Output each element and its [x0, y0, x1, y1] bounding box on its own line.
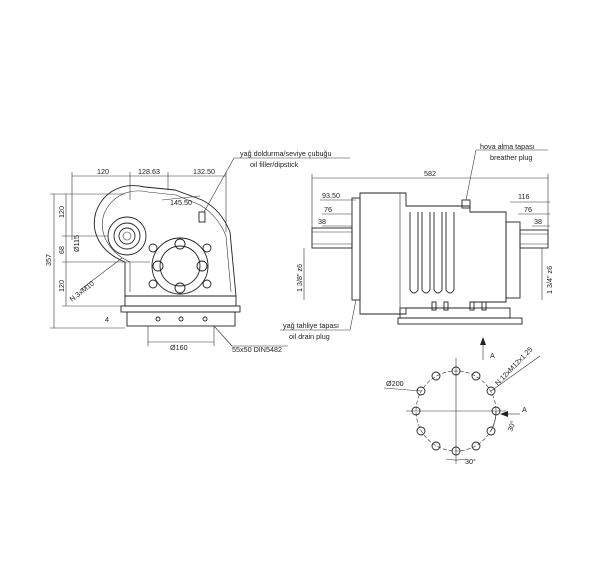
dim-vert-a: 120: [57, 206, 66, 218]
side-view: 120 128.63 132.50 145.50 120 68 120 357 …: [44, 149, 350, 354]
key-spec: 55x50 DIN5482: [232, 345, 282, 354]
cooling-fins: [409, 212, 455, 294]
gearbox-housing-side: [93, 185, 237, 297]
dim-right-c: 38: [534, 217, 542, 226]
label-drain-tr: yağ tahliye tapası: [283, 321, 339, 330]
section-marker: A: [522, 405, 527, 414]
dim-base-width: Ø160: [170, 343, 188, 352]
mount-plate: [124, 295, 237, 307]
angle-a: 30°: [505, 419, 517, 432]
gearbox-body-front: [359, 192, 507, 315]
dim-vert-c: 120: [57, 280, 66, 292]
dim-left-a: 93.50: [322, 191, 340, 200]
dim-left-c: 38: [318, 217, 326, 226]
base-plate: [120, 305, 241, 313]
dim-bore: Ø115: [72, 235, 81, 252]
dim-top-b: 128.63: [138, 167, 160, 176]
pump-flange-circle: [148, 237, 212, 295]
breather-plug: [461, 199, 471, 209]
shaft-left-spec: 1 3/8" z6: [295, 264, 304, 292]
dim-base-thickness: 4: [105, 315, 109, 324]
label-filler-en: oil filler/dipstick: [250, 160, 299, 169]
label-breather-tr: hova alma tapası: [480, 142, 535, 151]
shaft-right-spec: 1 3/4" z6: [545, 266, 554, 294]
flange-view-a: Ø200 N.12xM12x1.25 A 30° 30°: [383, 345, 541, 466]
oil-filler-plug: [198, 211, 206, 223]
label-breather-en: breather plug: [490, 153, 532, 162]
front-base-plate: [397, 317, 523, 325]
dim-thread-side: N.3xM10: [68, 279, 96, 304]
bolt-circle: [411, 366, 501, 456]
flange-right: [505, 221, 521, 299]
flange-bottom: [126, 311, 236, 327]
angle-b: 30°: [465, 457, 476, 466]
dim-flange-diameter: Ø200: [386, 379, 404, 388]
input-shaft-circle: [107, 216, 147, 256]
dim-overall-height: 357: [44, 254, 53, 266]
flange-left: [351, 197, 361, 301]
dim-right-a: 116: [518, 192, 529, 201]
dim-radius: 145.50: [170, 198, 192, 207]
shaft-left: [311, 227, 353, 249]
dim-left-b: 76: [324, 205, 332, 214]
dim-top-c: 132.50: [193, 167, 215, 176]
dim-vert-b: 68: [57, 246, 66, 254]
front-base: [399, 307, 511, 319]
shaft-right: [519, 229, 549, 249]
dim-flange-thread: N.12xM12x1.25: [493, 345, 534, 387]
label-drain-en: oil drain plug: [289, 332, 330, 341]
front-view: 582 93.50 76 38 116 76 38 1 3/8" z6 1 3/…: [280, 142, 554, 360]
dim-overall-length: 582: [424, 169, 436, 178]
dim-top-a: 120: [97, 167, 109, 176]
label-filler-tr: yağ doldurma/seviye çubuğu: [240, 149, 332, 158]
view-marker: A: [490, 351, 495, 360]
dim-right-b: 76: [524, 205, 532, 214]
